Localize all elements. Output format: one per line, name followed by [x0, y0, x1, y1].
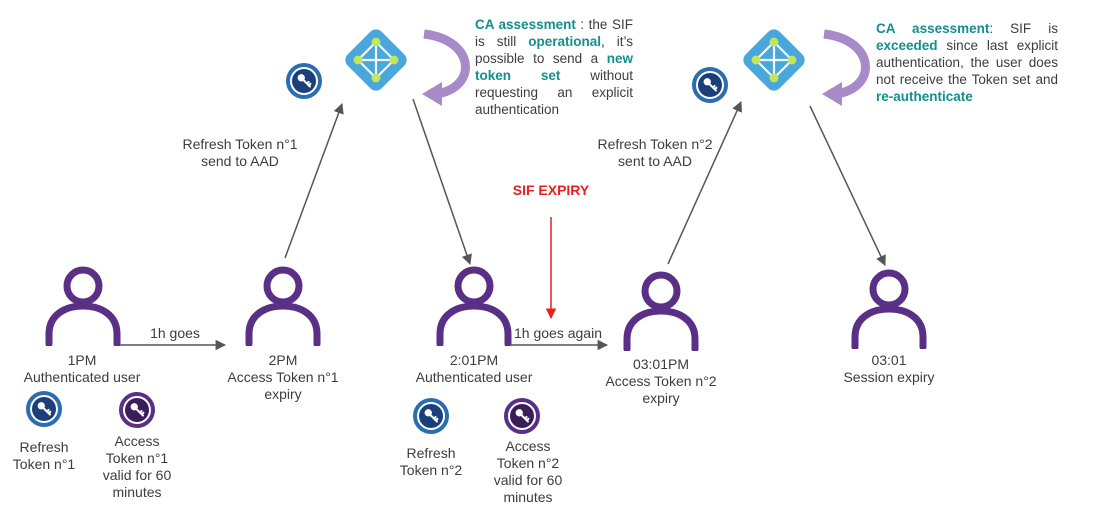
refresh2-line2: Token n°2	[399, 462, 463, 478]
refresh2-send-line1: Refresh Token n°2	[597, 136, 713, 152]
access2-line3: valid for 60	[493, 472, 563, 488]
azure-ad-icon-1	[340, 24, 412, 96]
curved-arrow-1	[422, 29, 470, 106]
ca-note-2-keyword-1: exceeded	[876, 38, 938, 53]
access1-line2: Token n°1	[105, 450, 169, 466]
user-3-label: Authenticated user	[415, 369, 533, 385]
user-5-label: Session expiry	[843, 369, 935, 385]
arrow-refresh1-to-aad	[284, 103, 344, 259]
access2-caption: Access Token n°2 valid for 60 minutes	[483, 438, 573, 506]
access1-line1: Access	[114, 433, 160, 449]
refresh1-send-label: Refresh Token n°1 send to AAD	[170, 136, 310, 170]
user-1-caption: 1PM Authenticated user	[12, 352, 152, 386]
user-icon-session-expiry	[855, 273, 923, 347]
ca-note-1-keyword-2: new token set	[475, 51, 633, 83]
user-icon-201pm	[440, 270, 508, 344]
refresh-token-key-icon-top2	[692, 67, 728, 103]
azure-ad-icon-2	[738, 24, 810, 96]
refresh-token-key-icon-1	[26, 391, 62, 427]
user-icon-301pm	[627, 275, 695, 349]
ca-note-2-title: CA assessment	[876, 21, 990, 36]
refresh1-caption: Refresh Token n°1	[4, 439, 84, 473]
access2-line4: minutes	[503, 489, 553, 505]
ca-assessment-note-1: CA assessment : the SIF is still operati…	[475, 16, 633, 118]
refresh2-caption: Refresh Token n°2	[391, 445, 471, 479]
user-4-label2: expiry	[642, 390, 680, 406]
ca-note-1-keyword-1: operational	[528, 34, 601, 49]
ca-note-2-mid: since last explicit authentication, the …	[876, 38, 1058, 87]
sif-expiry-label: SIF EXPIRY	[512, 182, 590, 198]
user-2-time: 2PM	[268, 352, 298, 368]
user-4-label: Access Token n°2	[605, 373, 717, 389]
ca-note-2-sep: : SIF is	[989, 21, 1058, 36]
user-4-caption: 03:01PM Access Token n°2 expiry	[591, 356, 731, 407]
refresh2-send-line2: sent to AAD	[618, 153, 692, 169]
ca-note-1-tail: without requesting an explicit authentic…	[475, 68, 633, 117]
user-5-time: 03:01	[871, 352, 907, 368]
access1-line3: valid for 60	[102, 467, 172, 483]
arrow-refresh2-to-aad	[667, 101, 742, 265]
access1-line4: minutes	[112, 484, 162, 500]
user-2-caption: 2PM Access Token n°1 expiry	[213, 352, 353, 403]
ca-note-1-mid: , it’s possible to send a	[475, 34, 633, 66]
access2-line1: Access	[505, 438, 551, 454]
access1-caption: Access Token n°1 valid for 60 minutes	[92, 433, 182, 501]
one-hour-again-label: 1h goes again	[514, 325, 602, 341]
user-icon-2pm	[249, 270, 317, 344]
ca-note-1-sep: : the SIF is still	[475, 17, 633, 49]
access-token-key-icon-2	[504, 398, 540, 434]
user-2-label: Access Token n°1	[227, 369, 339, 385]
user-3-time: 2:01PM	[449, 352, 499, 368]
user-4-time: 03:01PM	[632, 356, 690, 372]
refresh-token-key-icon-top1	[286, 63, 322, 99]
access-token-key-icon-1	[119, 392, 155, 428]
refresh2-send-label: Refresh Token n°2 sent to AAD	[585, 136, 725, 170]
user-1-label: Authenticated user	[23, 369, 141, 385]
refresh1-line1: Refresh	[19, 439, 69, 455]
refresh1-send-line1: Refresh Token n°1	[182, 136, 298, 152]
curved-arrow-2	[822, 29, 870, 106]
refresh1-line2: Token n°1	[12, 456, 76, 472]
user-1-time: 1PM	[67, 352, 97, 368]
user-2-label2: expiry	[264, 386, 302, 402]
ca-assessment-note-2: CA assessment: SIF is exceeded since las…	[876, 20, 1058, 105]
user-icon-1pm	[49, 270, 117, 344]
arrow-aad-to-session-expiry	[809, 105, 886, 266]
arrow-aad-to-user-201	[412, 98, 472, 265]
user-5-caption: 03:01 Session expiry	[819, 352, 959, 386]
user-3-caption: 2:01PM Authenticated user	[404, 352, 544, 386]
ca-note-2-keyword-2: re-authenticate	[876, 89, 973, 104]
refresh2-line1: Refresh	[406, 445, 456, 461]
one-hour-label: 1h goes	[150, 325, 200, 341]
access2-line2: Token n°2	[496, 455, 560, 471]
ca-note-1-title: CA assessment	[475, 17, 576, 32]
refresh1-send-line2: send to AAD	[201, 153, 279, 169]
refresh-token-key-icon-2	[413, 398, 449, 434]
